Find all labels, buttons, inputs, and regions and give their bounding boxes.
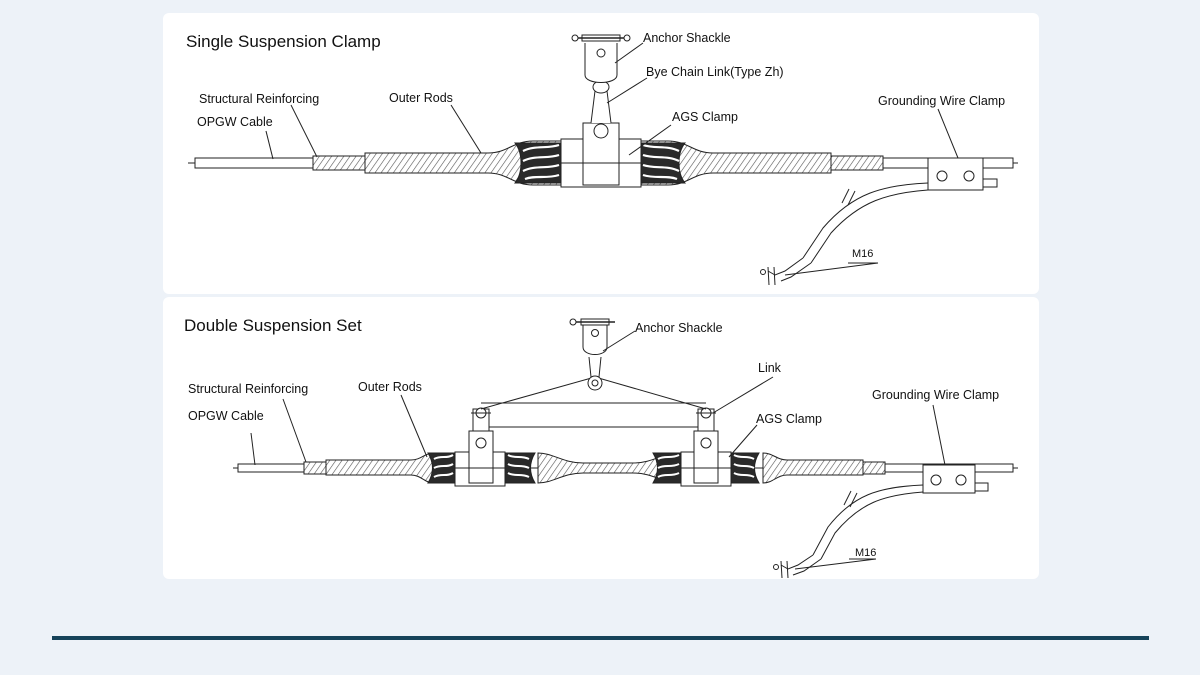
leader-ags-clamp (728, 424, 758, 458)
opgw-cable-label: OPGW Cable (188, 409, 264, 423)
structural-reinforcing-left (312, 155, 366, 171)
outer-rods-label: Outer Rods (389, 91, 453, 105)
m16-label: M16 (852, 248, 874, 260)
single-suspension-clamp-panel: Single Suspension Clamp Anchor Shackle B… (163, 13, 1039, 294)
structural-reinforcing-left (303, 461, 327, 475)
leader-link (712, 376, 774, 414)
structural-reinforcing-label: Structural Reinforcing (199, 92, 320, 106)
outer-rods-label: Outer Rods (358, 380, 422, 394)
grounding-wire (812, 484, 924, 556)
leader-ags-clamp (628, 124, 672, 156)
m16-terminal (767, 257, 804, 276)
outer-rods-right (762, 452, 864, 484)
leader-anchor-shackle (602, 330, 636, 352)
ags-clamp-label: AGS Clamp (756, 412, 822, 426)
double-suspension-drawing (233, 318, 1018, 579)
single-suspension-title: Single Suspension Clamp (186, 32, 381, 51)
opgw-cable-label: OPGW Cable (197, 115, 273, 129)
armor-rods-right (639, 142, 687, 184)
double-suspension-set-panel: Double Suspension Set Anchor Shackle Lin… (163, 297, 1039, 579)
anchor-shackle-label: Anchor Shackle (635, 321, 723, 335)
leader-opgw-cable (265, 130, 274, 160)
grounding-wire (802, 182, 929, 259)
m16-label: M16 (855, 547, 877, 559)
leader-bye-chain-link (606, 77, 648, 104)
armor-rods-left (513, 142, 562, 184)
grounding-wire-clamp-label: Grounding Wire Clamp (878, 94, 1006, 108)
bye-chain-link (590, 90, 612, 124)
grounding-wire-clamp-label: Grounding Wire Clamp (872, 388, 1000, 402)
outer-rods-left (325, 452, 434, 484)
opgw-cable (237, 463, 305, 473)
leader-m16 (784, 262, 879, 276)
anchor-shackle (582, 321, 608, 355)
structural-reinforcing-label: Structural Reinforcing (188, 382, 309, 396)
yoke-plate (480, 376, 596, 410)
leader-grounding-wire-clamp (932, 404, 946, 466)
leader-opgw-cable (250, 432, 256, 466)
leader-m16 (794, 558, 877, 570)
ags-clamp-label: AGS Clamp (672, 110, 738, 124)
leader-grounding-wire-clamp (937, 108, 959, 159)
leader-anchor-shackle (614, 42, 644, 64)
single-suspension-drawing (188, 34, 1018, 286)
footer-divider (52, 636, 1149, 640)
double-suspension-title: Double Suspension Set (184, 316, 362, 335)
structural-reinforcing-right (862, 461, 886, 475)
leader-outer-rods (450, 104, 482, 154)
anchor-shackle-label: Anchor Shackle (643, 31, 731, 45)
m16-terminal (780, 554, 814, 570)
anchor-shackle (584, 43, 618, 83)
leader-structural-reinforcing (282, 398, 307, 463)
structural-reinforcing-right (830, 155, 884, 171)
grounding-wire-clamp (927, 157, 984, 191)
opgw-cable (194, 157, 314, 169)
leader-outer-rods (400, 394, 428, 458)
leader-structural-reinforcing (290, 104, 318, 158)
link-label: Link (758, 361, 781, 375)
bye-chain-link-label: Bye Chain Link(Type Zh) (646, 65, 784, 79)
